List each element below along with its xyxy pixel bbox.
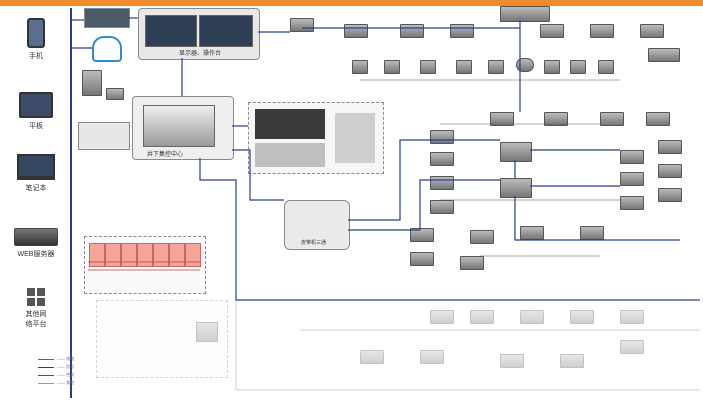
node-8 <box>430 200 454 214</box>
legend: —— 电缆 —— 信号 —— 控制 —— 其他 <box>38 356 74 388</box>
sensor-7 <box>544 60 560 74</box>
node-6 <box>430 152 454 166</box>
device-phone: 手机 <box>8 18 64 61</box>
node-13 <box>620 172 644 186</box>
central-switch-1 <box>500 142 532 162</box>
lower-node-1 <box>430 310 454 324</box>
display-console-label: 显示器、操作台 <box>179 51 222 57</box>
sensor-3 <box>420 60 436 74</box>
device-top-5 <box>540 24 564 38</box>
operator-desk <box>78 122 130 150</box>
grid-icon <box>27 288 45 306</box>
server-icon <box>14 228 58 246</box>
lower-node-6 <box>360 350 384 364</box>
monitor-icon <box>145 15 197 47</box>
node-1 <box>490 112 514 126</box>
lower-node-5 <box>620 310 644 324</box>
node-12 <box>620 196 644 210</box>
screen-grid <box>255 109 325 139</box>
device-label-laptop: 笔记本 <box>25 185 47 192</box>
laptop-icon <box>17 154 55 180</box>
control-center-label: 井下集控中心 <box>147 152 184 158</box>
backbone-line <box>70 8 72 398</box>
lower-node-7 <box>420 350 444 364</box>
control-cabinet-icon <box>143 105 215 147</box>
node-18 <box>410 228 434 242</box>
legend-item-other: —— 其他 <box>38 380 74 386</box>
node-17 <box>658 188 682 202</box>
node-15 <box>658 140 682 154</box>
lower-node-4 <box>570 310 594 324</box>
equipment-photo <box>255 143 325 167</box>
device-laptop: 笔记本 <box>8 154 64 193</box>
device-label-web-server: WEB服务器 <box>17 251 55 258</box>
control-center-panel: 井下集控中心 <box>132 96 234 160</box>
node-14 <box>620 150 644 164</box>
conveyor-label: 皮带机三通 <box>301 240 327 246</box>
sensor-8 <box>570 60 586 74</box>
node-19 <box>410 252 434 266</box>
node-2 <box>544 112 568 126</box>
device-top-7 <box>640 24 664 38</box>
phone-icon <box>27 18 45 48</box>
device-top-6 <box>590 24 614 38</box>
device-other-platform: 其他网络平台 <box>8 288 64 329</box>
legend-item-cable: —— 电缆 <box>38 356 74 362</box>
device-top-8 <box>648 48 680 62</box>
hub-device <box>500 6 550 22</box>
central-switch-2 <box>500 178 532 198</box>
node-9 <box>470 230 494 244</box>
node-20 <box>460 256 484 270</box>
tablet-icon <box>19 92 53 118</box>
node-3 <box>600 112 624 126</box>
top-accent-bar <box>0 0 703 6</box>
device-label-tablet: 平板 <box>29 123 43 130</box>
legend-item-control: —— 控制 <box>38 372 74 378</box>
cloud-icon <box>92 36 122 62</box>
machine-photo <box>335 113 375 163</box>
photo-panel <box>248 102 384 174</box>
sensor-1 <box>352 60 368 74</box>
cabinet-array <box>84 236 206 294</box>
device-web-server: WEB服务器 <box>8 228 64 259</box>
sensor-4 <box>456 60 472 74</box>
device-sidebar: 手机 平板 笔记本 WEB服务器 其他网络平台 <box>0 6 70 401</box>
device-label-other-platform: 其他网络平台 <box>25 311 47 328</box>
lower-node-3 <box>520 310 544 324</box>
server-tower <box>82 70 102 96</box>
legend-item-signal: —— 信号 <box>38 364 74 370</box>
display-console-panel: 显示器、操作台 <box>138 8 260 60</box>
lower-node-8 <box>500 354 524 368</box>
sensor-5 <box>488 60 504 74</box>
lower-node-2 <box>470 310 494 324</box>
workstation <box>106 88 124 100</box>
sensor-9 <box>598 60 614 74</box>
lower-node-10 <box>620 340 644 354</box>
lower-cabinet <box>196 322 218 342</box>
sensor-2 <box>384 60 400 74</box>
lower-node-9 <box>560 354 584 368</box>
conveyor-junction: 皮带机三通 <box>284 200 350 250</box>
device-label-phone: 手机 <box>29 53 43 60</box>
monitor-icon-2 <box>199 15 253 47</box>
lower-left-group <box>96 300 228 378</box>
device-tablet: 平板 <box>8 92 64 131</box>
node-16 <box>658 164 682 178</box>
node-4 <box>646 112 670 126</box>
